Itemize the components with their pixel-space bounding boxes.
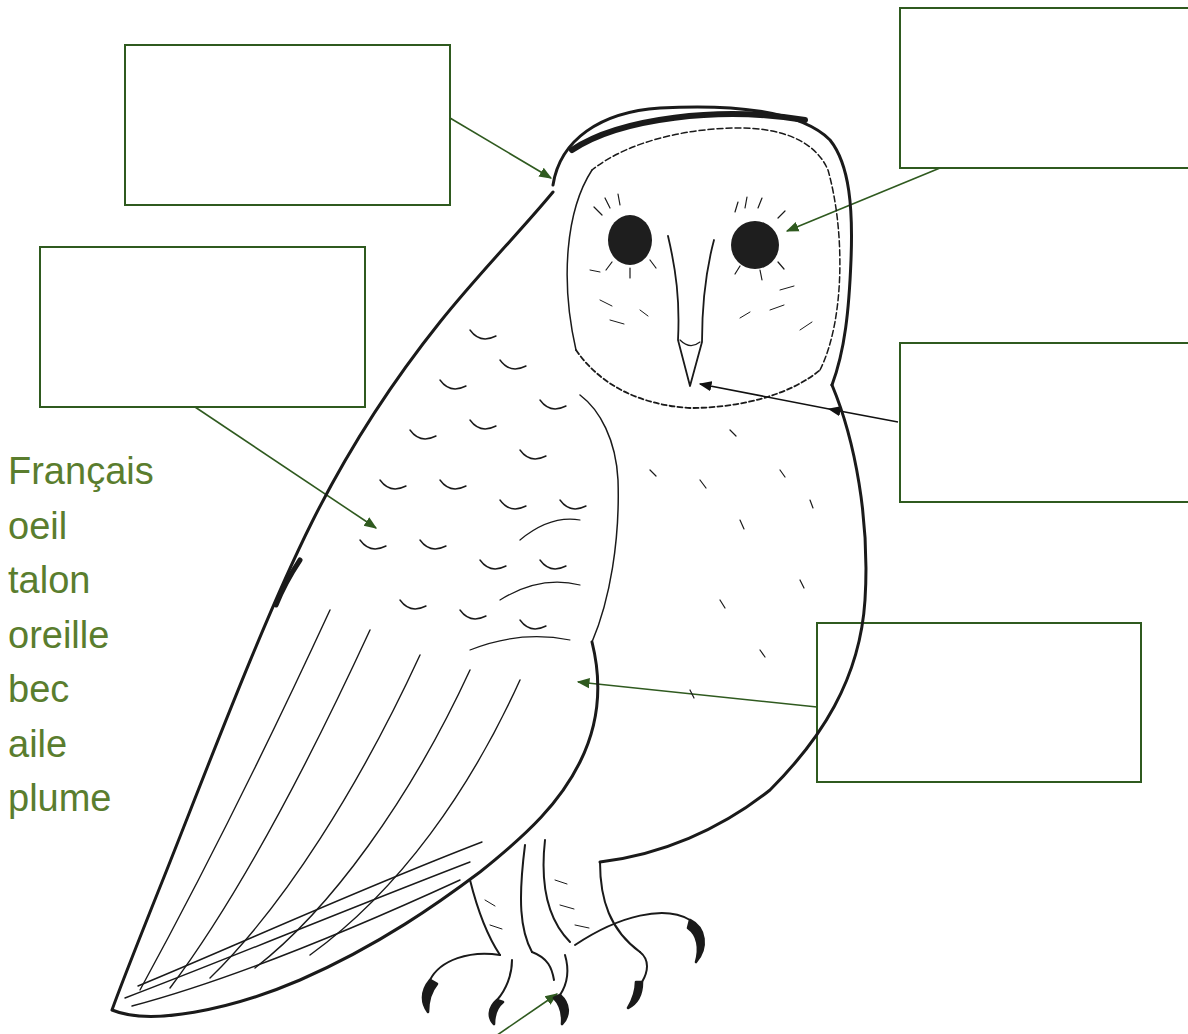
empty-box bbox=[817, 623, 1141, 782]
word-list: Françaisoeiltalonoreillebecaileplume bbox=[8, 444, 154, 826]
empty-box bbox=[40, 247, 365, 407]
word-list-item: talon bbox=[8, 553, 154, 608]
word-list-item: oeil bbox=[8, 499, 154, 554]
leader-line bbox=[450, 118, 551, 178]
word-list-item: aile bbox=[8, 717, 154, 772]
word-list-item: bec bbox=[8, 662, 154, 717]
leader-line bbox=[700, 384, 829, 409]
leader-line bbox=[195, 407, 376, 528]
label-boxes bbox=[40, 8, 1188, 782]
leader-lines bbox=[195, 118, 940, 1034]
word-list-item: plume bbox=[8, 771, 154, 826]
leader-line bbox=[490, 994, 557, 1034]
leader-line bbox=[787, 168, 940, 231]
empty-box bbox=[900, 8, 1188, 168]
barn-owl bbox=[112, 107, 866, 1024]
empty-box bbox=[900, 343, 1188, 502]
empty-box bbox=[125, 45, 450, 205]
leader-line bbox=[829, 409, 898, 422]
word-list-item: oreille bbox=[8, 608, 154, 663]
leader-line bbox=[578, 682, 817, 707]
word-list-item: Français bbox=[8, 444, 154, 499]
